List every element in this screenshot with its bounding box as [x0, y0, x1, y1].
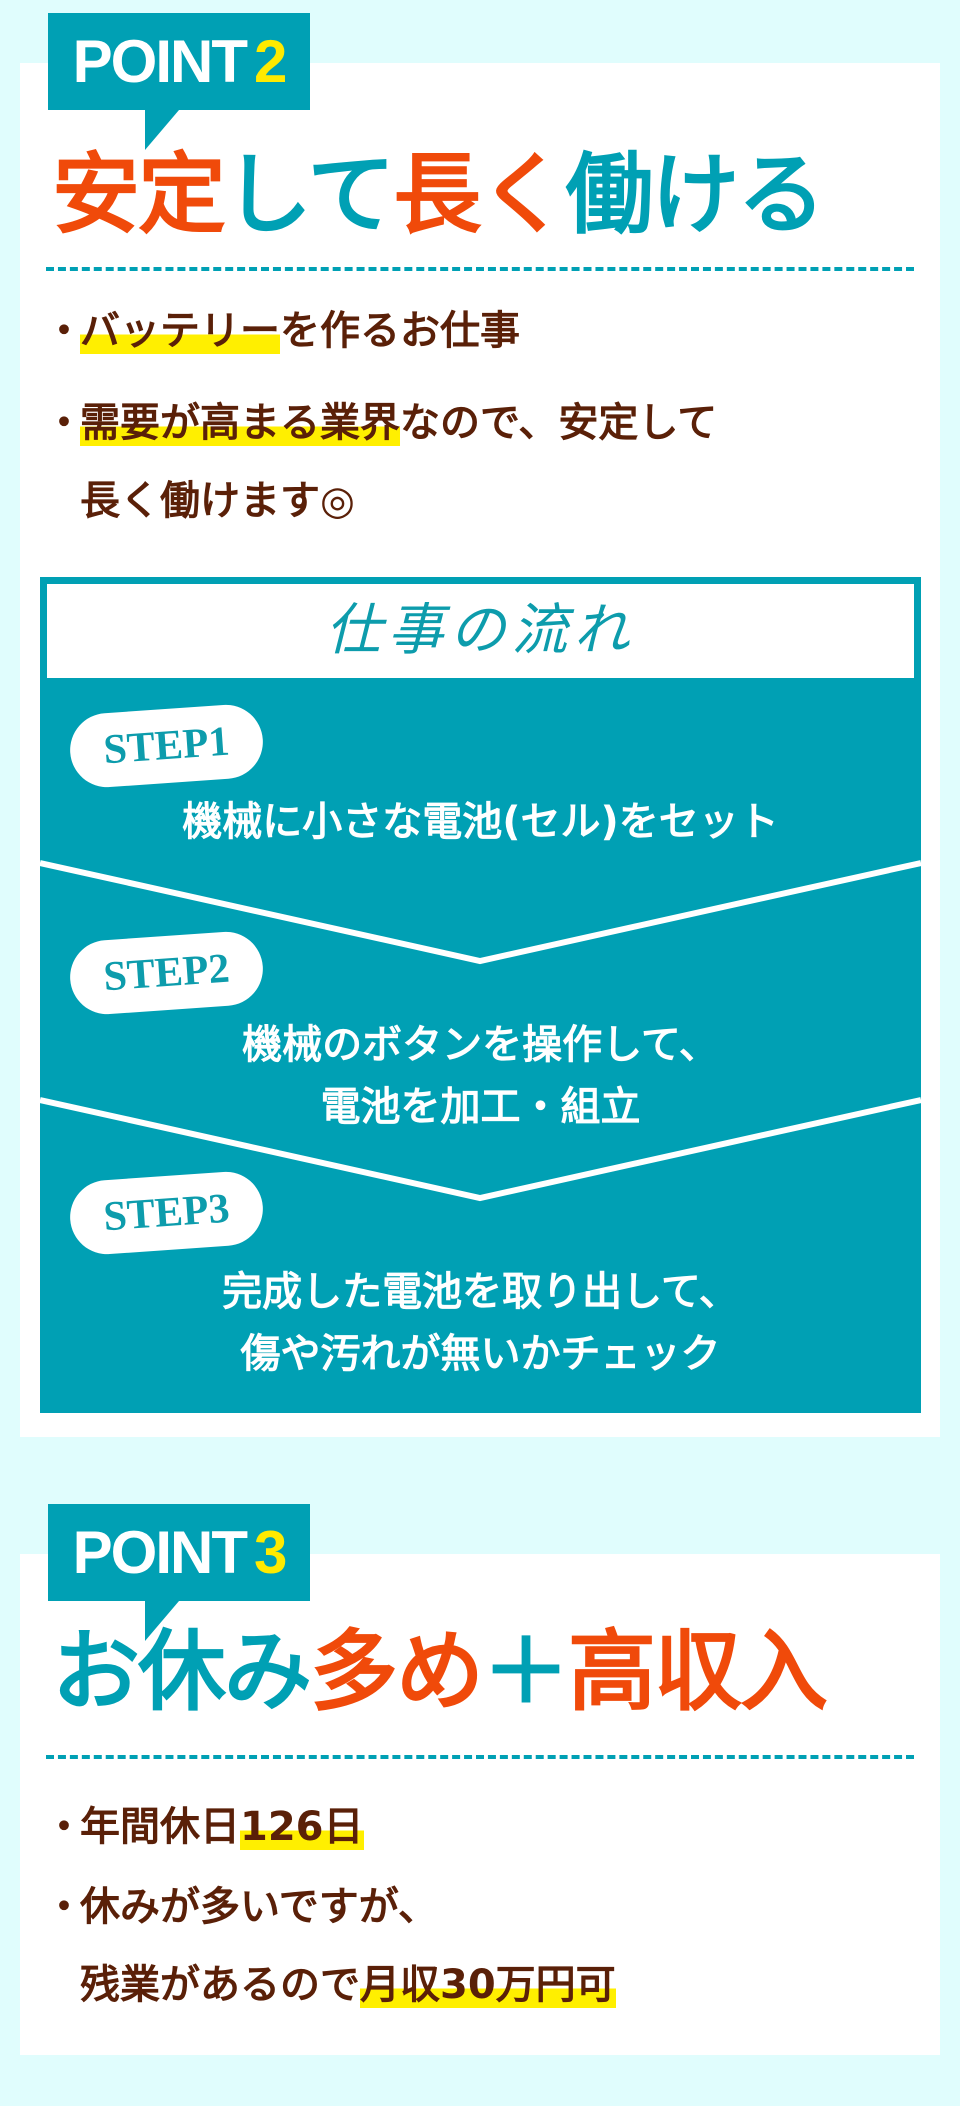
bullet-item: ・休みが多いですが、残業があるので月収30万円可	[44, 1868, 616, 2024]
title-part: 働ける	[565, 143, 825, 246]
chevron-divider	[40, 1097, 921, 1202]
step-line: 機械に小さな電池(セル)をセット	[182, 799, 779, 845]
step-text: 完成した電池を取り出して、傷や汚れが無いかチェック	[40, 1261, 921, 1385]
step-line: 機械のボタンを操作して、	[242, 1022, 719, 1068]
title-part: 安定	[52, 143, 226, 246]
speech-tail	[145, 1601, 179, 1641]
step-badge: STEP2	[67, 929, 266, 1017]
tab-label: POINT	[72, 1519, 248, 1586]
tab-label: POINT	[72, 28, 248, 95]
highlight-text: 126日	[240, 1804, 364, 1850]
title-part: して	[224, 143, 395, 246]
point2-title: 安定して長く働ける	[52, 140, 960, 250]
bullet-text: を作るお仕事	[280, 308, 520, 354]
step-badge: STEP1	[67, 702, 266, 790]
bullet-dot: ・	[44, 1884, 84, 1930]
step-text: 機械のボタンを操作して、電池を加工・組立	[40, 1014, 921, 1138]
bullet-item: ・需要が高まる業界なので、安定して長く働けます◎	[44, 384, 717, 540]
work-flow-box: 仕事の流れ STEP1 機械に小さな電池(セル)をセット STEP2 機械のボタ…	[40, 577, 921, 1413]
speech-tail	[145, 110, 179, 150]
tab-number: 2	[253, 28, 287, 95]
bullet-dot: ・	[44, 1804, 84, 1850]
title-part: 多め	[310, 1620, 484, 1723]
step-text: 機械に小さな電池(セル)をセット	[40, 791, 921, 853]
bullet-text: 長く働けます◎	[80, 478, 355, 524]
bullet-item: ・バッテリーを作るお仕事	[44, 292, 520, 370]
highlight-text: 需要が高まる業界	[80, 400, 400, 446]
bullet-text: 年間休日	[80, 1804, 240, 1850]
chevron-divider	[40, 860, 921, 965]
bullet-text: なので、安定して	[400, 400, 718, 446]
divider	[46, 267, 914, 271]
tab-number: 3	[253, 1519, 287, 1586]
title-part: お休み	[52, 1620, 312, 1723]
bullet-dot: ・	[44, 308, 84, 354]
step-badge: STEP3	[67, 1169, 266, 1257]
title-part: 高収入	[568, 1620, 828, 1723]
step-line: 電池を加工・組立	[320, 1084, 641, 1130]
flow-heading: 仕事の流れ	[47, 584, 914, 678]
highlight-text: 月収30万円可	[360, 1962, 616, 2008]
bullet-text: 残業があるので	[80, 1962, 360, 2008]
bullet-dot: ・	[44, 400, 84, 446]
bullet-item: ・年間休日126日	[44, 1788, 364, 1866]
title-part: ＋	[482, 1620, 570, 1723]
title-part: 長く	[393, 143, 567, 246]
highlight-text: バッテリー	[80, 308, 280, 354]
step-line: 完成した電池を取り出して、	[222, 1269, 739, 1315]
step-line: 傷や汚れが無いかチェック	[240, 1331, 721, 1377]
bullet-text: 休みが多いですが、	[80, 1884, 438, 1930]
divider	[46, 1755, 914, 1759]
point3-title: お休み多め＋高収入	[52, 1617, 960, 1727]
